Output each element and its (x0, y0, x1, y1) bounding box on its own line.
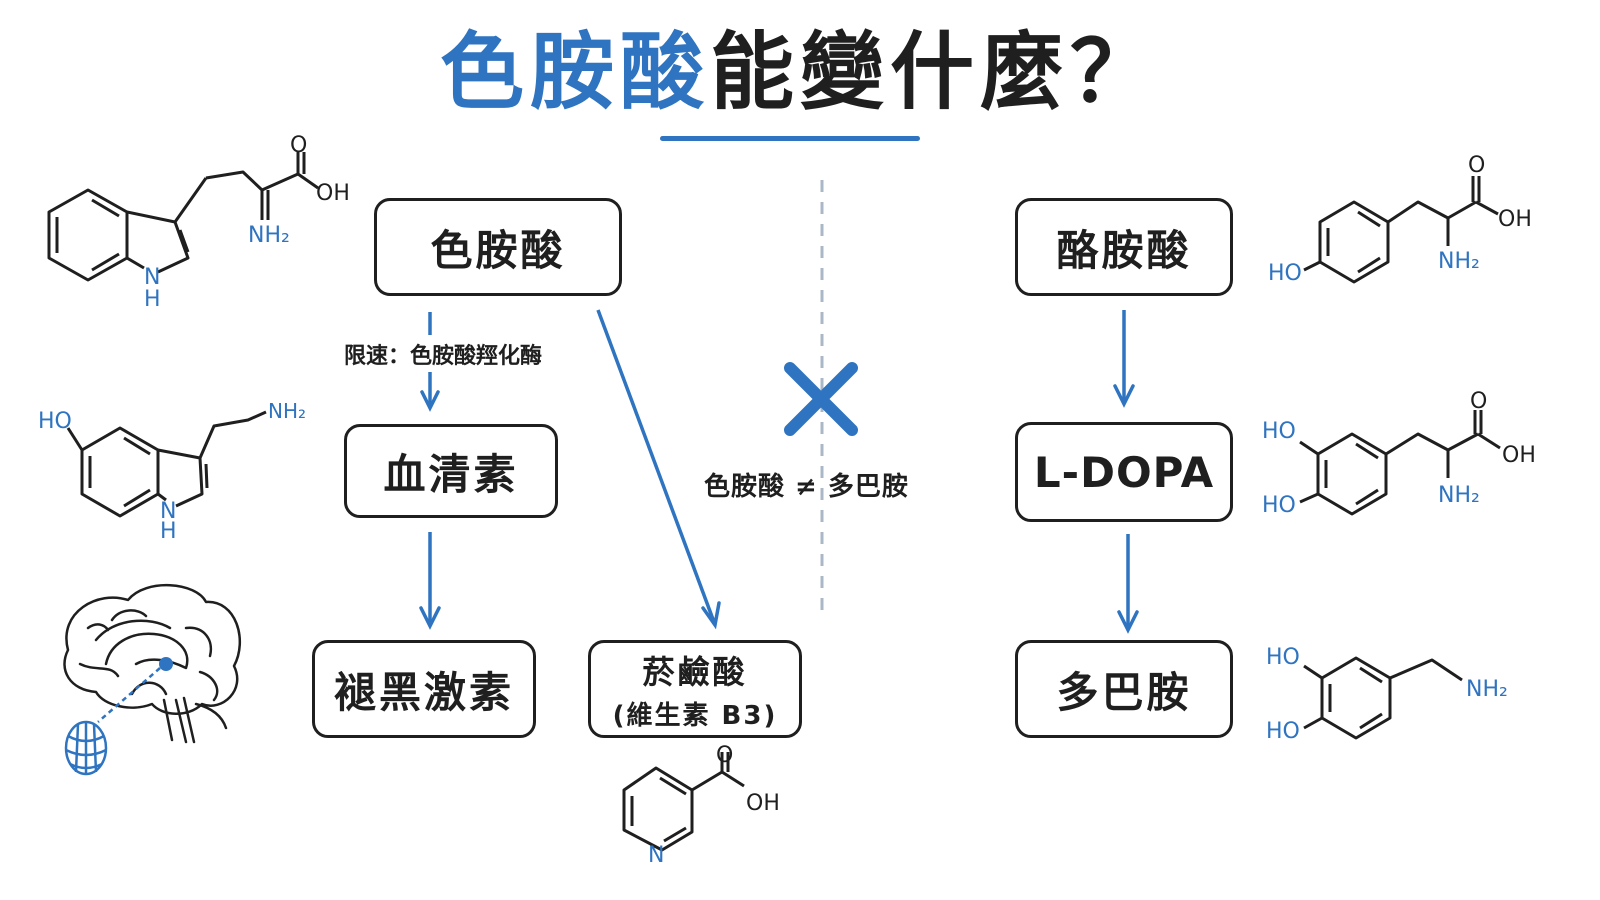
dopamine-structure-icon (1303, 656, 1463, 740)
node-tryptophan-label: 色胺酸 (430, 225, 566, 275)
arrow-tyr-to-ldopa (1113, 310, 1135, 408)
cross-icon (784, 362, 858, 436)
arrow-serotonin-to-melatonin (419, 532, 441, 630)
rate-limit-note: 限速：色胺酸羥化酶 (344, 344, 543, 369)
tyr-nh2-label: NH₂ (1438, 249, 1480, 274)
tyr-o-label: O (1468, 153, 1485, 178)
node-dopamine: 多巴胺 (1015, 640, 1233, 738)
trp-h-label: H (144, 287, 161, 312)
ldopa-structure-icon (1299, 410, 1501, 516)
serotonin-nh2-label: NH₂ (268, 399, 306, 423)
trp-oh-label: OH (316, 181, 350, 206)
arrow-trp-to-niacin (596, 309, 721, 630)
title-accent: 色胺酸 (439, 23, 710, 121)
page-title: 色胺酸能變什麼？ (0, 22, 1600, 122)
ldopa-oh-label: OH (1502, 443, 1536, 468)
ldopa-ho-bottom-label: HO (1262, 493, 1296, 518)
tyr-oh-label: OH (1498, 207, 1532, 232)
node-niacin: 菸鹼酸 (維生素 B3) (588, 640, 802, 738)
serotonin-ho-label: HO (38, 409, 72, 434)
node-ldopa-label: L-DOPA (1033, 447, 1215, 497)
tyr-ho-label: HO (1268, 261, 1302, 286)
tyrosine-structure-icon (1303, 176, 1499, 284)
title-underline (660, 136, 920, 141)
node-niacin-sublabel: (維生素 B3) (612, 700, 778, 731)
niacin-structure-icon (622, 752, 745, 852)
trp-n-label: N (144, 265, 160, 290)
serotonin-h-label: H (160, 519, 177, 544)
ldopa-o-label: O (1470, 389, 1487, 414)
not-equal-note: 色胺酸 ≠ 多巴胺 (704, 472, 909, 502)
node-ldopa: L-DOPA (1015, 422, 1233, 522)
dopamine-ho-top-label: HO (1266, 645, 1300, 670)
trp-nh2-label: NH₂ (248, 223, 290, 248)
node-niacin-label: 菸鹼酸 (642, 652, 748, 691)
node-serotonin: 血清素 (344, 424, 558, 518)
node-tyrosine: 酪胺酸 (1015, 198, 1233, 296)
brain-pineal-dot-icon (159, 657, 173, 671)
niacin-oh-label: OH (746, 791, 780, 816)
dopamine-nh2-label: NH₂ (1466, 677, 1508, 702)
node-melatonin: 褪黑激素 (312, 640, 536, 738)
arrow-ldopa-to-dopamine (1117, 534, 1139, 634)
ldopa-nh2-label: NH₂ (1438, 483, 1480, 508)
brain-pointer-line (97, 667, 161, 723)
node-serotonin-label: 血清素 (383, 449, 519, 499)
node-melatonin-label: 褪黑激素 (333, 667, 514, 717)
brain-icon (63, 583, 242, 744)
niacin-o-label: O (716, 743, 733, 768)
ldopa-ho-top-label: HO (1262, 419, 1296, 444)
dopamine-ho-bottom-label: HO (1266, 719, 1300, 744)
node-tryptophan: 色胺酸 (374, 198, 622, 296)
niacin-n-label: N (648, 843, 664, 868)
trp-o-label: O (290, 133, 307, 158)
title-rest: 能變什麼？ (710, 23, 1161, 121)
arrow-trp-to-serotonin (420, 312, 440, 412)
node-dopamine-label: 多巴胺 (1056, 667, 1192, 717)
tryptophan-structure-icon (47, 152, 319, 282)
pineal-gland-icon (64, 720, 108, 776)
serotonin-n-label: N (160, 499, 176, 524)
node-tyrosine-label: 酪胺酸 (1056, 225, 1192, 275)
serotonin-structure-icon (66, 410, 267, 518)
